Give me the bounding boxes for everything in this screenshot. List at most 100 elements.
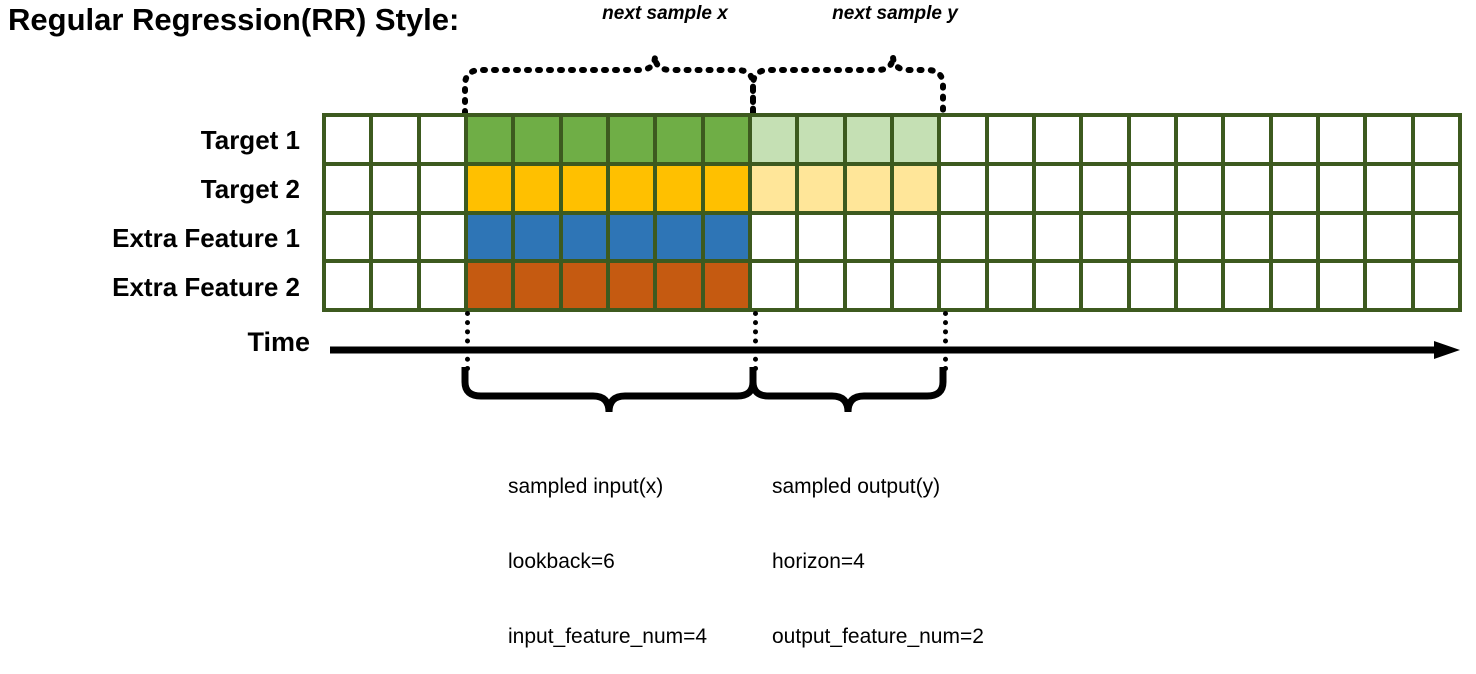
annotation-output-line-3: output_feature_num=2 xyxy=(772,625,984,648)
grid-cell xyxy=(941,263,985,308)
row-label-extra-feature-2: Extra Feature 2 xyxy=(112,272,300,302)
grid-cell xyxy=(988,165,1032,211)
grid-cell xyxy=(1177,214,1222,260)
annotation-input-line-3: input_feature_num=4 xyxy=(508,625,708,648)
grid-cell xyxy=(1130,214,1174,260)
grid-cell xyxy=(1225,214,1269,260)
grid-cell xyxy=(562,214,606,260)
grid-cell xyxy=(1083,117,1127,162)
grid-cell xyxy=(1083,165,1127,211)
grid-cell xyxy=(1272,214,1316,260)
annotation-input-line-1: sampled input(x) xyxy=(508,475,664,498)
row-label-target-1: Target 1 xyxy=(200,125,300,155)
grid-cell xyxy=(751,214,796,260)
annotation-output-line-1: sampled output(y) xyxy=(772,475,941,498)
brace-sampled-input xyxy=(461,367,757,413)
time-axis-label: Time xyxy=(247,327,310,357)
grid-cell xyxy=(1177,165,1222,211)
annotation-sampled-output: sampled output(y) horizon=4 output_featu… xyxy=(772,424,984,674)
grid-cell xyxy=(799,117,843,162)
grid-cell xyxy=(1319,117,1364,162)
grid-cell xyxy=(609,165,654,211)
grid-cell xyxy=(467,263,512,308)
grid-cell xyxy=(373,165,417,211)
grid-cell xyxy=(1130,165,1174,211)
grid-cell xyxy=(373,263,417,308)
grid-cell xyxy=(704,214,748,260)
caption-next-sample-y: next sample y xyxy=(832,3,958,24)
grid-cell xyxy=(846,214,890,260)
grid-cell xyxy=(657,214,701,260)
dotted-brace-next-sample-x xyxy=(462,55,756,116)
grid-cell xyxy=(515,214,559,260)
grid-cell xyxy=(515,117,559,162)
grid-cell xyxy=(1414,165,1458,211)
grid-cell xyxy=(1319,165,1364,211)
grid-cell xyxy=(467,117,512,162)
grid-cell xyxy=(704,165,748,211)
grid-cell xyxy=(893,165,938,211)
grid-cell xyxy=(562,165,606,211)
annotation-sampled-input: sampled input(x) lookback=6 input_featur… xyxy=(508,424,707,674)
dotted-guide-input-end xyxy=(753,311,758,371)
grid-cell xyxy=(420,117,464,162)
grid-cell xyxy=(420,263,464,308)
grid-cell xyxy=(1035,165,1080,211)
grid-cell xyxy=(326,263,370,308)
grid-cell xyxy=(846,117,890,162)
grid-cell xyxy=(704,117,748,162)
grid-cell xyxy=(1177,117,1222,162)
grid-cell xyxy=(515,263,559,308)
grid-cell xyxy=(1319,263,1364,308)
page-title: Regular Regression(RR) Style: xyxy=(8,2,460,37)
grid-cell xyxy=(704,263,748,308)
grid-cell xyxy=(515,165,559,211)
grid-cell xyxy=(846,263,890,308)
grid-cell xyxy=(941,165,985,211)
grid-cell xyxy=(1367,263,1411,308)
grid-cell xyxy=(1272,165,1316,211)
grid-row-extra-feature-1 xyxy=(326,214,1458,260)
grid-cell xyxy=(609,117,654,162)
grid-cell xyxy=(893,117,938,162)
grid-cell xyxy=(1177,263,1222,308)
grid-row-target-1 xyxy=(326,117,1458,162)
grid-cell xyxy=(988,263,1032,308)
grid-cell xyxy=(751,165,796,211)
grid-cell xyxy=(893,214,938,260)
grid-cell xyxy=(1083,214,1127,260)
dotted-guide-input-start xyxy=(465,311,470,371)
grid-cell xyxy=(1367,214,1411,260)
grid-row-extra-feature-2 xyxy=(326,263,1458,308)
grid-cell xyxy=(1272,117,1316,162)
grid-cell xyxy=(657,117,701,162)
grid-row-target-2 xyxy=(326,165,1458,211)
annotation-input-line-2: lookback=6 xyxy=(508,550,615,573)
grid-cell xyxy=(326,117,370,162)
grid-cell xyxy=(420,214,464,260)
grid-cell xyxy=(373,214,417,260)
grid-cell xyxy=(1414,117,1458,162)
row-label-column: Target 1 Target 2 Extra Feature 1 Extra … xyxy=(0,116,312,316)
caption-next-sample-x: next sample x xyxy=(602,3,728,24)
grid-cell xyxy=(1225,117,1269,162)
grid-cell xyxy=(1130,263,1174,308)
grid-cell xyxy=(799,214,843,260)
grid-cell xyxy=(562,263,606,308)
grid-cell xyxy=(420,165,464,211)
grid-cell xyxy=(1225,263,1269,308)
time-axis-arrow xyxy=(330,341,1460,359)
grid-cell xyxy=(467,214,512,260)
grid-cell xyxy=(751,263,796,308)
grid-cell xyxy=(1414,263,1458,308)
grid-cell xyxy=(609,214,654,260)
grid-cell xyxy=(1083,263,1127,308)
grid-cell xyxy=(467,165,512,211)
grid-cell xyxy=(609,263,654,308)
annotation-output-line-2: horizon=4 xyxy=(772,550,865,573)
grid-cell xyxy=(799,165,843,211)
row-label-extra-feature-1: Extra Feature 1 xyxy=(112,223,300,253)
grid-cell xyxy=(373,117,417,162)
grid-cell xyxy=(657,165,701,211)
grid-cell xyxy=(846,165,890,211)
